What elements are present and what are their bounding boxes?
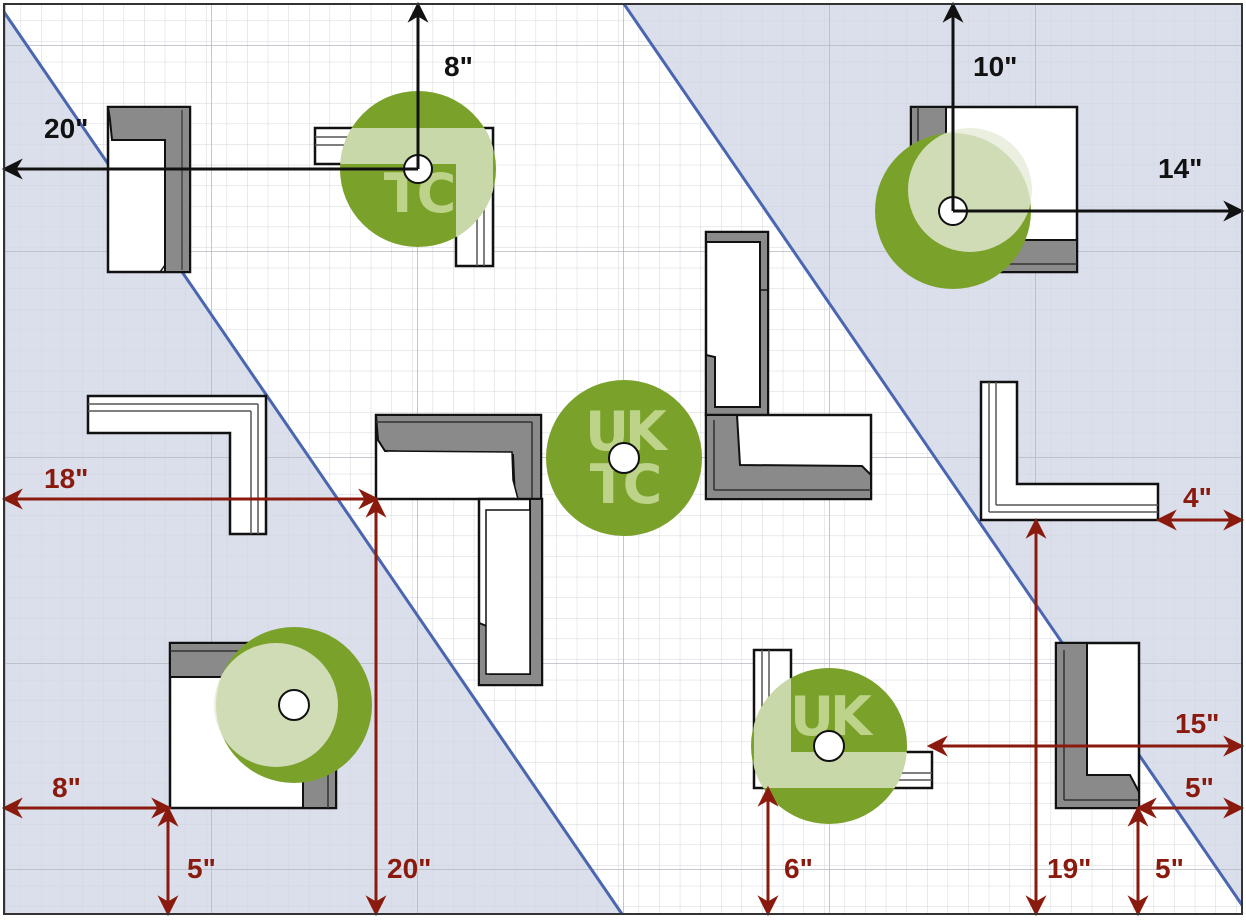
logo-bottom-left <box>214 627 372 783</box>
piece-center-vertical-right <box>704 230 770 417</box>
piece-center-vertical-lower <box>477 497 544 687</box>
red-dimensions <box>1 488 1245 917</box>
logo-center: UK TC <box>546 380 702 536</box>
piece-left-middle-corner <box>86 394 268 536</box>
dim-label-bottom-right-vertical: 19" <box>1047 853 1091 884</box>
dim-label-bottom-right-small-horizontal: 5" <box>1185 772 1214 803</box>
dim-label-right-mid-horizontal: 4" <box>1183 482 1212 513</box>
dim-label-top-left-horizontal: 20" <box>44 113 88 144</box>
dim-label-top-right-vertical: 10" <box>973 51 1017 82</box>
logo-bottom-center: UK <box>751 668 907 824</box>
dim-label-bottom-left-horizontal: 8" <box>52 772 81 803</box>
dim-label-bottom-right-small-vertical: 5" <box>1155 853 1184 884</box>
dim-label-bottom-center-vertical: 6" <box>784 853 813 884</box>
piece-top-left-vertical <box>106 105 192 274</box>
piece-right-middle-corner <box>979 380 1160 522</box>
dim-label-bottom-left-vertical: 5" <box>187 853 216 884</box>
dim-label-left-mid-horizontal: 18" <box>44 463 88 494</box>
piece-bottom-right-vertical <box>1054 641 1141 810</box>
piece-center-horizontal-left <box>374 413 543 501</box>
outer-frame <box>3 3 1243 915</box>
dim-label-top-center-vertical: 8" <box>444 51 473 82</box>
black-dimensions <box>1 1 1245 222</box>
dim-label-bottom-right-horizontal: 15" <box>1175 708 1219 739</box>
piece-center-horizontal-right <box>704 413 873 501</box>
dim-label-top-right-horizontal: 14" <box>1158 153 1202 184</box>
dim-label-bottom-mid-vertical: 20" <box>387 853 431 884</box>
